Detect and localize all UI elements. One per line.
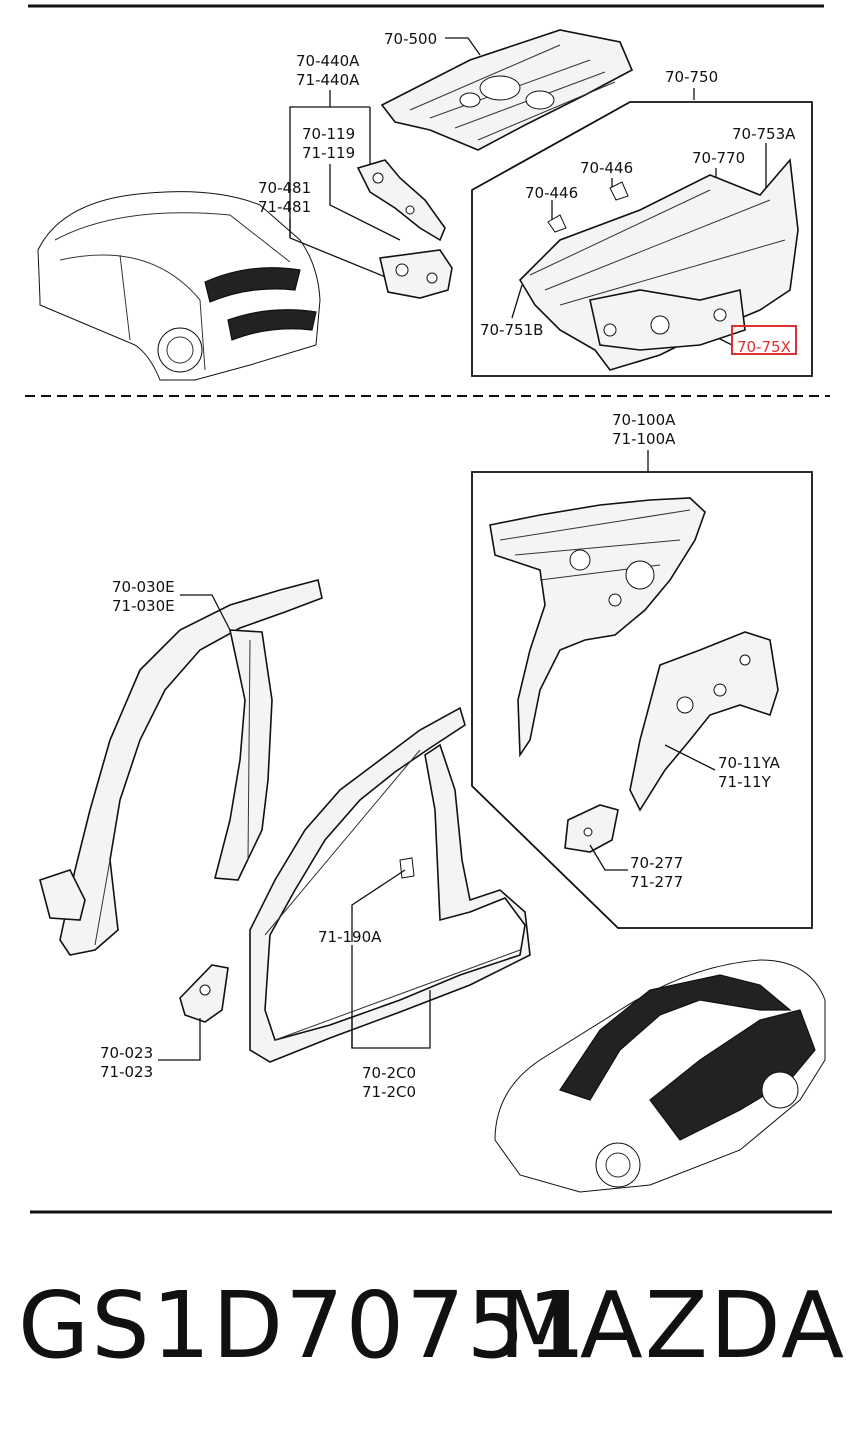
- brand-name: MAZDA: [498, 1272, 846, 1379]
- label-70-75x: 70-75X: [737, 338, 791, 356]
- label-70-500: 70-500: [384, 30, 437, 48]
- part-70-119: [356, 159, 446, 242]
- part-70-11ya: [629, 631, 779, 812]
- label-71-030e: 71-030E: [112, 597, 175, 615]
- part-70-023: [179, 964, 229, 1023]
- highlight-box: [731, 325, 797, 355]
- box-70-100a: [471, 471, 813, 929]
- label-71-11y: 71-11Y: [718, 773, 772, 791]
- footer: GS1D70751 MAZDA: [0, 1280, 864, 1400]
- part-70-750-assembly: [518, 158, 799, 371]
- label-70-751b: 70-751B: [480, 321, 543, 339]
- part-70-2c0-side-frame: [249, 706, 531, 1063]
- label-70-030e: 70-030E: [112, 578, 175, 596]
- leader-70-11ya: [664, 744, 716, 771]
- leader-70-277: [589, 844, 628, 871]
- label-71-440a: 71-440A: [296, 71, 360, 89]
- leader-lines-side-frame: [351, 869, 431, 1049]
- label-70-446-lower: 70-446: [525, 184, 578, 202]
- label-71-481: 71-481: [258, 198, 311, 216]
- label-70-2c0: 70-2C0: [362, 1064, 416, 1082]
- label-71-190a: 71-190A: [318, 928, 382, 946]
- label-70-023: 70-023: [100, 1044, 153, 1062]
- part-70-481: [379, 249, 453, 299]
- label-71-100a: 71-100A: [612, 430, 676, 448]
- label-70-750: 70-750: [665, 68, 718, 86]
- label-71-2c0: 71-2C0: [362, 1083, 416, 1101]
- front-car-illustration: [494, 959, 826, 1193]
- label-70-446-upper: 70-446: [580, 159, 633, 177]
- leader-70-030e: [180, 594, 231, 631]
- part-number: GS1D70751: [18, 1272, 588, 1379]
- leader-70-023: [158, 1018, 201, 1061]
- label-70-119: 70-119: [302, 125, 355, 143]
- label-70-770: 70-770: [692, 149, 745, 167]
- rear-car-illustration: [37, 191, 321, 381]
- label-70-481: 70-481: [258, 179, 311, 197]
- part-70-500: [380, 29, 634, 151]
- label-70-277: 70-277: [630, 854, 683, 872]
- label-71-023: 71-023: [100, 1063, 153, 1081]
- part-70-100a-assembly: [489, 497, 706, 758]
- label-70-440a: 70-440A: [296, 52, 360, 70]
- label-70-11ya: 70-11YA: [718, 754, 781, 772]
- label-71-119: 71-119: [302, 144, 355, 162]
- label-71-277: 71-277: [630, 873, 683, 891]
- box-70-750: [471, 101, 813, 377]
- label-70-100a: 70-100A: [612, 411, 676, 429]
- label-70-753a: 70-753A: [732, 125, 796, 143]
- part-70-277: [564, 804, 619, 853]
- part-70-030e: [39, 579, 323, 956]
